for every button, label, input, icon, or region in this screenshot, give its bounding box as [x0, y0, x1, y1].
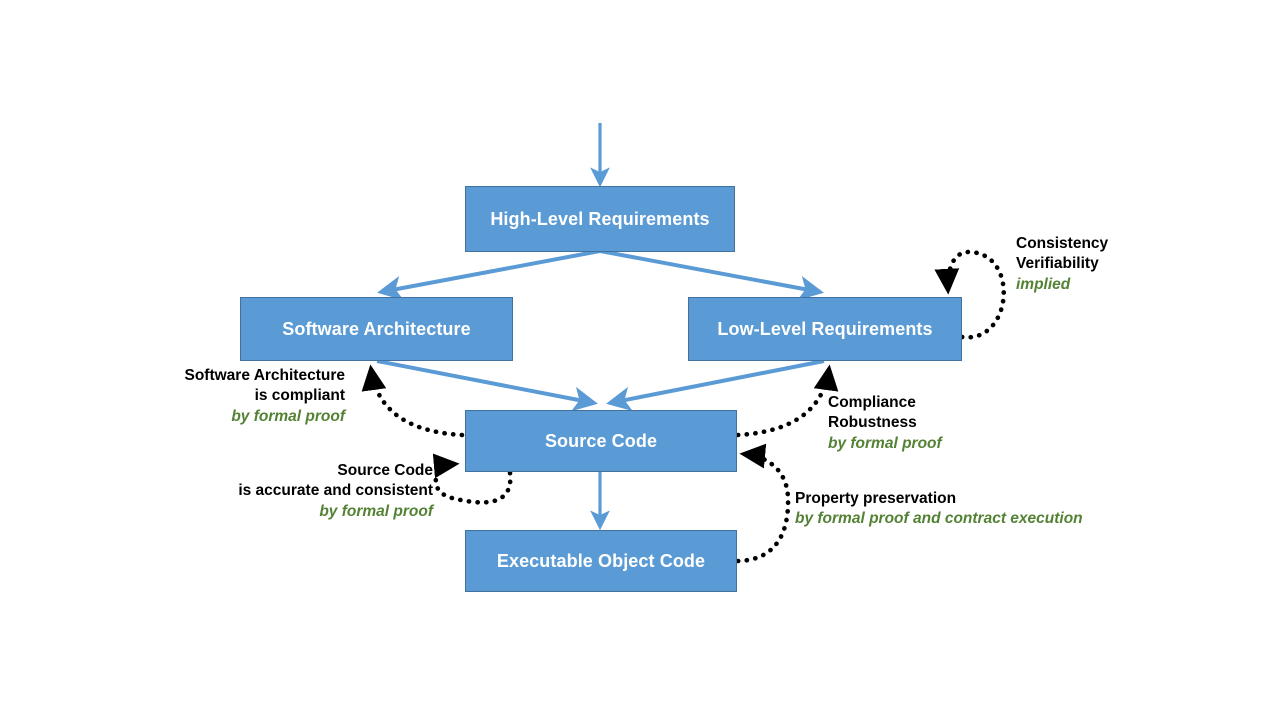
- annotation-consistency-method: implied: [1016, 275, 1071, 293]
- node-source-code[interactable]: Source Code: [465, 410, 737, 472]
- annotation-compliance-robustness: Compliance Robustness by formal proof: [828, 393, 942, 454]
- node-high-level-requirements[interactable]: High-Level Requirements: [465, 186, 735, 252]
- annotation-compliance-robustness-line-1: Compliance: [828, 394, 916, 411]
- edge-executable-object-code-to-source-code: [735, 443, 791, 564]
- annotation-consistency-line-2: Verifiability: [1016, 255, 1099, 273]
- node-high-level-requirements-label: High-Level Requirements: [490, 208, 710, 229]
- edge-source-code-to-low-level-requirements: [735, 364, 839, 438]
- node-executable-object-code-label: Executable Object Code: [496, 550, 706, 571]
- node-executable-object-code[interactable]: Executable Object Code: [465, 530, 737, 592]
- edge-software-architecture-to-source-code: [376, 359, 598, 412]
- edge-low-level-requirements-self-loop: [934, 249, 1006, 340]
- node-software-architecture-label: Software Architecture: [282, 318, 471, 339]
- edge-hlr-to-software-architecture: [377, 249, 601, 301]
- annotation-source-accurate-line-2: is accurate and consistent: [238, 482, 433, 500]
- annotation-source-accurate: Source Code is accurate and consistent b…: [150, 461, 433, 522]
- annotation-architecture-compliant: Software Architecture is compliant by fo…: [80, 366, 346, 427]
- annotation-architecture-compliant-line-1: Software Architecture: [184, 367, 346, 384]
- annotation-consistency-line-1: Consistency: [1016, 235, 1109, 252]
- annotation-property-preservation-line-1: Property preservation: [795, 490, 957, 507]
- node-software-architecture[interactable]: Software Architecture: [240, 297, 513, 361]
- annotation-consistency: Consistency Verifiability implied: [1016, 234, 1108, 295]
- edge-low-level-requirements-to-source-code: [606, 359, 825, 412]
- annotation-compliance-robustness-method: by formal proof: [828, 434, 942, 452]
- annotation-compliance-robustness-line-2: Robustness: [828, 414, 917, 432]
- annotation-source-accurate-line-1: Source Code: [337, 462, 433, 479]
- node-low-level-requirements[interactable]: Low-Level Requirements: [688, 297, 962, 361]
- annotation-source-accurate-method: by formal proof: [319, 502, 433, 520]
- node-low-level-requirements-label: Low-Level Requirements: [717, 318, 933, 339]
- annotation-architecture-compliant-method: by formal proof: [231, 407, 345, 425]
- node-source-code-label: Source Code: [544, 430, 658, 451]
- annotation-architecture-compliant-line-2: is compliant: [254, 387, 345, 405]
- annotation-property-preservation-method: by formal proof and contract execution: [795, 510, 1083, 528]
- edge-source-code-to-software-architecture: [361, 364, 465, 438]
- edge-hlr-to-low-level-requirements: [599, 249, 824, 301]
- annotation-property-preservation: Property preservation by formal proof an…: [795, 489, 1083, 530]
- edge-source-code-self-loop: [432, 453, 513, 505]
